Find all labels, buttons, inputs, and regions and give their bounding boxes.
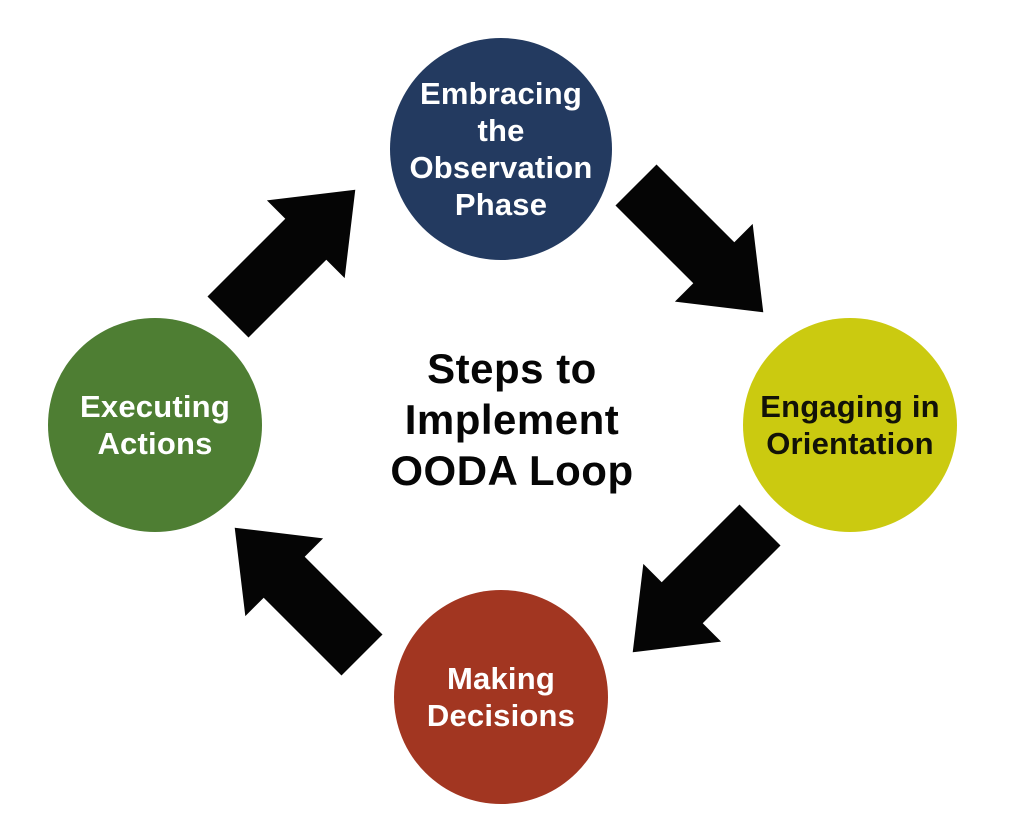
step-label-orientation: Engaging in Orientation bbox=[760, 388, 940, 461]
arrow-act-to-observe-icon bbox=[189, 150, 395, 356]
arrow-observe-to-orient-icon bbox=[597, 146, 803, 352]
step-circle-orientation: Engaging in Orientation bbox=[743, 318, 957, 532]
diagram-title: Steps to Implement OODA Loop bbox=[390, 345, 634, 495]
step-circle-observation-phase: Embracing the Observation Phase bbox=[390, 38, 612, 260]
step-label-executing-actions: Executing Actions bbox=[80, 388, 230, 461]
arrow-orient-to-decide-icon bbox=[593, 486, 799, 692]
step-circle-executing-actions: Executing Actions bbox=[48, 318, 262, 532]
arrow-decide-to-act-icon bbox=[195, 488, 401, 694]
step-label-observation-phase: Embracing the Observation Phase bbox=[409, 75, 593, 223]
step-circle-making-decisions: Making Decisions bbox=[394, 590, 608, 804]
step-label-making-decisions: Making Decisions bbox=[426, 660, 576, 733]
